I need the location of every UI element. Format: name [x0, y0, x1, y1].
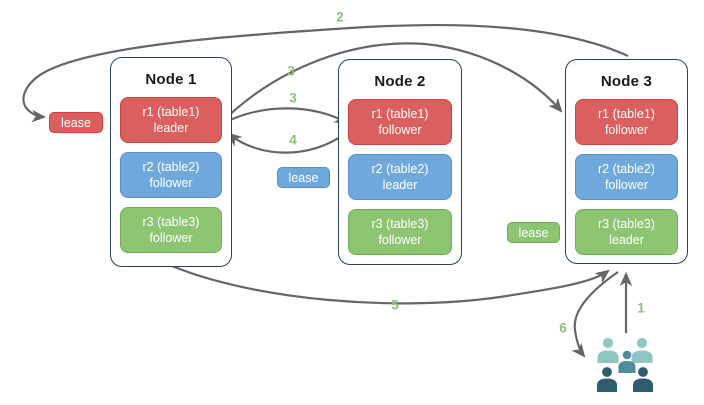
node-1-title: Node 1: [145, 71, 197, 88]
replica-label: r1 (table1): [598, 106, 655, 121]
replica-label: r2 (table2): [142, 159, 200, 174]
lease-label: lease: [518, 225, 549, 240]
node-2: Node 2 r1 (table1) follower r2 (table2) …: [338, 59, 462, 265]
replica-label: r2 (table2): [371, 161, 429, 176]
step-label-5: 5: [391, 297, 399, 313]
replica-role: follower: [378, 233, 422, 247]
step-label-2: 2: [336, 9, 344, 25]
replica-role: follower: [604, 178, 649, 192]
replica-label: r3 (table3): [371, 216, 429, 231]
replica-label: r2 (table2): [598, 161, 655, 176]
step-label-3b: 3: [289, 90, 297, 106]
replica-role: leader: [609, 233, 644, 247]
arrow-step4-node2-to-node1: [227, 132, 347, 154]
replica-role: follower: [149, 176, 193, 190]
node-1: Node 1 r1 (table1) leader r2 (table2) fo…: [110, 57, 232, 267]
node-3-replica-r2: r2 (table2) follower: [575, 154, 678, 200]
replica-label: r3 (table3): [598, 216, 655, 231]
node-2-replica-r3: r3 (table3) follower: [348, 209, 452, 255]
replica-role: leader: [153, 121, 189, 135]
replica-role: follower: [149, 231, 193, 245]
replica-role: follower: [378, 123, 422, 137]
arrow-step5-node1-to-node3: [171, 264, 610, 305]
lease-label: lease: [288, 170, 319, 185]
replica-role: follower: [604, 123, 649, 137]
node-1-replica-r1: r1 (table1) leader: [120, 97, 222, 143]
users-icon: [597, 337, 653, 392]
arrow-step3-node1-to-node2: [223, 107, 349, 125]
lease-tag-table2: lease: [277, 167, 330, 188]
replica-label: r1 (table1): [142, 104, 200, 119]
node-3-title: Node 3: [600, 73, 653, 90]
replica-role: leader: [382, 178, 418, 192]
node-1-replica-r2: r2 (table2) follower: [120, 152, 222, 198]
step-label-3a: 3: [287, 63, 295, 79]
node-2-replica-r1: r1 (table1) follower: [348, 99, 452, 145]
node-3-replica-r3: r3 (table3) leader: [575, 209, 678, 255]
step-label-4: 4: [289, 132, 297, 148]
step-label-6: 6: [559, 320, 567, 336]
replica-label: r1 (table1): [371, 106, 429, 121]
node-2-replica-r2: r2 (table2) leader: [348, 154, 452, 200]
arrow-step6-node3-to-users: [571, 271, 619, 358]
node-3: Node 3 r1 (table1) follower r2 (table2) …: [565, 59, 688, 264]
step-label-1: 1: [637, 300, 645, 316]
lease-tag-table3: lease: [507, 222, 560, 243]
lease-tag-table1: lease: [49, 112, 103, 133]
node-2-title: Node 2: [374, 73, 426, 90]
node-3-replica-r1: r1 (table1) follower: [575, 99, 678, 145]
node-1-replica-r3: r3 (table3) follower: [120, 207, 222, 253]
replica-label: r3 (table3): [142, 214, 200, 229]
lease-label: lease: [61, 115, 91, 130]
